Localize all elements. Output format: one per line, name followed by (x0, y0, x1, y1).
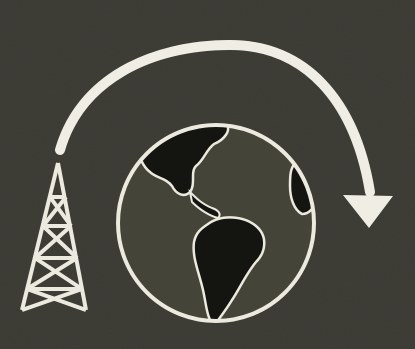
radio-broadcast-illustration (0, 0, 415, 349)
